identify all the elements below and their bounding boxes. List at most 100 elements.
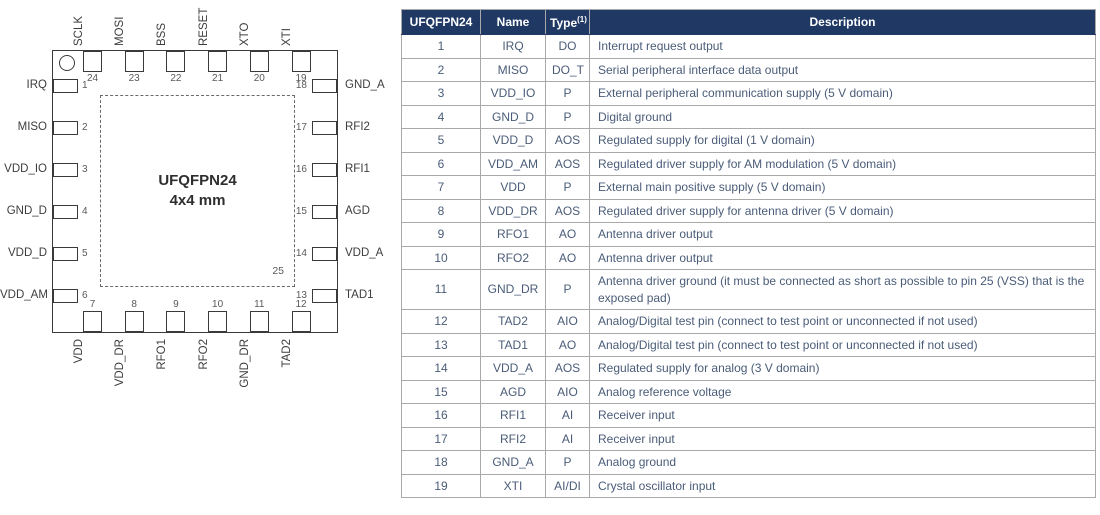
package-name: UFQFPN24: [158, 171, 237, 189]
description-cell: Antenna driver output: [589, 245, 1096, 270]
pin-box-24: [83, 51, 102, 72]
pin-box-12: [291, 311, 311, 332]
pin-number-18: 18: [295, 80, 307, 91]
type-cell: P: [545, 175, 590, 200]
description-cell: External peripheral communication supply…: [589, 81, 1096, 106]
pin-box-15: [312, 205, 337, 219]
pin-box-20: [249, 51, 269, 72]
pin-cell: 16: [401, 403, 481, 428]
pin-box-4: [53, 205, 78, 219]
name-cell: AGD: [480, 379, 546, 404]
pin-box-1: [53, 79, 78, 93]
pin-box-7: [83, 311, 102, 332]
name-cell: VDD_AM: [480, 151, 546, 176]
pin-label-TAD1: TAD1: [345, 289, 374, 301]
pin-cell: 1: [401, 34, 481, 59]
pin-label-AGD: AGD: [345, 205, 370, 217]
type-cell: AI/DI: [545, 473, 590, 498]
pin-label-VDD: VDD: [72, 339, 85, 364]
type-cell: AO: [545, 222, 590, 247]
pin-cell: 12: [401, 309, 481, 334]
pin-cell: 4: [401, 104, 481, 129]
pin-box-16: [312, 163, 337, 177]
description-cell: Regulated supply for analog (3 V domain): [589, 356, 1096, 381]
pin-box-14: [312, 247, 337, 261]
description-cell: Analog/Digital test pin (connect to test…: [589, 309, 1096, 334]
pin-cell: 17: [401, 426, 481, 451]
type-cell: AIO: [545, 379, 590, 404]
pin-cell: 3: [401, 81, 481, 106]
pin-label-XTI: XTI: [281, 28, 293, 46]
pin-box-18: [312, 79, 337, 93]
pin-number-6: 6: [82, 290, 88, 301]
type-cell: DO_T: [545, 57, 590, 82]
type-cell: P: [545, 450, 590, 475]
pin-label-VDD_D: VDD_D: [8, 247, 47, 259]
pin-box-8: [124, 311, 144, 332]
name-cell: TAD1: [480, 332, 546, 357]
pin-number-17: 17: [295, 122, 307, 133]
pin-number-14: 14: [295, 248, 307, 259]
pin-number-8: 8: [131, 299, 137, 310]
pin-cell: 5: [401, 128, 481, 153]
pin-number-11: 11: [254, 299, 265, 310]
pin-box-5: [53, 247, 78, 261]
pin-number-15: 15: [295, 206, 307, 217]
pin-box-19: [291, 51, 311, 72]
type-cell: AIO: [545, 309, 590, 334]
name-cell: TAD2: [480, 309, 546, 334]
description-cell: Analog reference voltage: [589, 379, 1096, 404]
type-cell: AOS: [545, 128, 590, 153]
description-cell: Receiver input: [589, 426, 1096, 451]
header-ufqfpn24: UFQFPN24: [401, 9, 481, 35]
name-cell: IRQ: [480, 34, 546, 59]
pin-box-21: [208, 51, 228, 72]
pin-cell: 8: [401, 198, 481, 223]
type-cell: AI: [545, 403, 590, 428]
type-cell: AOS: [545, 356, 590, 381]
pin-box-9: [166, 311, 186, 332]
description-cell: Antenna driver ground (it must be connec…: [589, 269, 1096, 310]
name-cell: RFO1: [480, 222, 546, 247]
description-cell: Interrupt request output: [589, 34, 1096, 59]
name-cell: MISO: [480, 57, 546, 82]
name-cell: VDD_DR: [480, 198, 546, 223]
pin-label-SCLK: SCLK: [72, 15, 85, 46]
pin-box-22: [166, 51, 186, 72]
pin-label-TAD2: TAD2: [281, 339, 293, 368]
pin-label-GND_A: GND_A: [345, 79, 385, 91]
name-cell: VDD_A: [480, 356, 546, 381]
pin-cell: 10: [401, 245, 481, 270]
package-size: 4x4 mm: [169, 192, 226, 209]
name-cell: VDD_IO: [480, 81, 546, 106]
name-cell: VDD: [480, 175, 546, 200]
header-description: Description: [589, 9, 1096, 35]
type-cell: AI: [545, 426, 590, 451]
pin-number-2: 2: [82, 122, 88, 133]
pin-label-VDD_A: VDD_A: [345, 247, 384, 259]
pin-number-19: 19: [295, 73, 307, 84]
description-cell: Receiver input: [589, 403, 1096, 428]
description-cell: Antenna driver output: [589, 222, 1096, 247]
type-cell: AO: [545, 332, 590, 357]
pin-label-BSS: BSS: [155, 22, 168, 46]
pin-number-16: 16: [295, 164, 307, 175]
pin-box-11: [249, 311, 269, 332]
name-cell: XTI: [480, 473, 546, 498]
description-cell: Analog ground: [589, 450, 1096, 475]
name-cell: RFI1: [480, 403, 546, 428]
pin-label-RFO2: RFO2: [197, 339, 210, 370]
pin-number-1: 1: [82, 80, 88, 91]
pin-number-13: 13: [295, 290, 307, 301]
description-cell: External main positive supply (5 V domai…: [589, 175, 1096, 200]
